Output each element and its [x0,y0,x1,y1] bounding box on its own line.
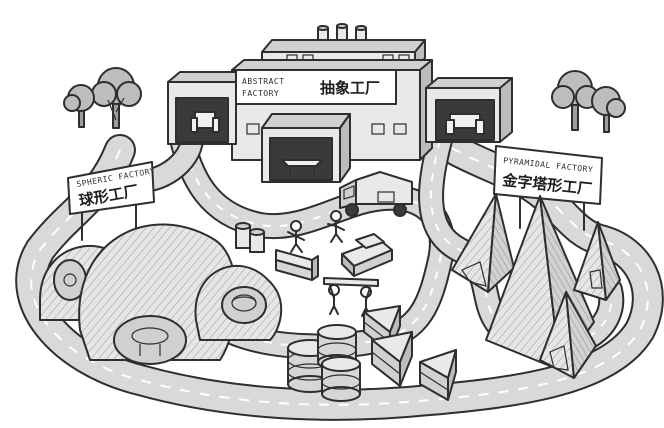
center-yard [235,210,393,317]
workers-carrying-plank-icon [323,277,379,317]
tree-group-right [551,70,626,133]
brick-pile-icon [341,233,393,277]
worker-icon [287,220,305,253]
disc-stacks [287,324,361,402]
abstract-sign-en-line2: FACTORY [242,89,279,98]
pyramidal-factory-sign: PYRAMIDAL FACTORY 金字塔形工厂 [493,145,603,231]
pyramid-icon [573,221,621,301]
sofa-icon [445,113,485,135]
spheric-domes [39,223,283,365]
tree-icon [551,70,599,131]
tree-group-left [63,67,142,129]
spheric-factory-sign: SPHERIC FACTORY 球形工厂 [67,161,156,241]
triangle-stack-icon [371,331,413,387]
armchair-icon [190,111,220,133]
abstract-factory-sign: ABSTRACT FACTORY 抽象工厂 [235,69,397,105]
tree-icon [591,86,626,133]
abstract-sign-zh: 抽象工厂 [320,79,380,97]
pyramid-icon [539,291,597,379]
triangle-stack-icon [419,349,457,401]
worker-icon [327,210,345,243]
disc-stack-icon [287,339,333,393]
pyramids [451,193,621,379]
triangle-stacks [363,305,457,401]
pyramid-icon [485,195,595,371]
plank-stack-icon [275,249,319,281]
abstract-sign-en-line1: ABSTRACT [242,77,285,86]
tree-icon [63,84,95,128]
table-icon [281,159,323,176]
pyramid-icon [451,193,515,293]
barrel-icon [235,222,265,253]
delivery-truck-icon [339,171,413,217]
dome-icon [194,264,283,341]
tree-icon [91,67,142,129]
disc-stack-icon [321,356,361,402]
